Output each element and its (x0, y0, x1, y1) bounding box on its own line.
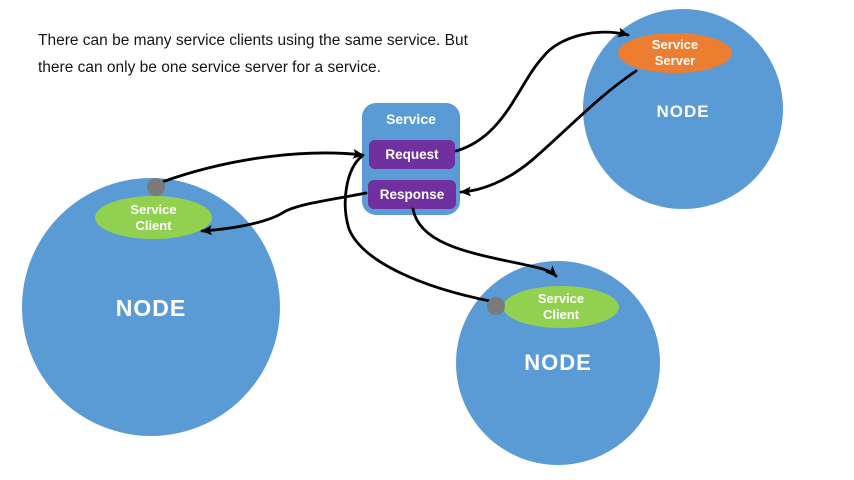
service-client-label-line2: Client (542, 307, 580, 322)
caption-line-2: there can only be one service server for… (38, 59, 381, 76)
node-top-right-label: NODE (656, 102, 710, 121)
anchor-dot-left (147, 178, 165, 196)
arrow-left-client-to-request (160, 148, 365, 184)
node-top-right-circle: Service Server NODE (583, 9, 783, 209)
service-box: Service Request Response (362, 103, 460, 215)
node-bottom-circle: Service Client NODE (456, 261, 660, 465)
response-box: Response (368, 180, 456, 209)
service-client-ellipse-bottom: Service Client (503, 286, 619, 328)
caption-line-1: There can be many service clients using … (38, 32, 468, 49)
service-client-label-line2: Client (135, 217, 172, 233)
service-client-label-line1: Service (130, 201, 177, 217)
anchor-dot-bottom (487, 297, 505, 315)
service-server-label-line2: Server (654, 53, 696, 68)
node-left-circle: Service Client NODE (22, 178, 280, 436)
node-bottom-label: NODE (524, 350, 592, 375)
request-box: Request (369, 140, 455, 169)
service-client-ellipse-left: Service Client (95, 196, 212, 239)
service-client-label-line1: Service (537, 291, 585, 306)
service-server-label-line1: Service (651, 37, 699, 52)
service-title: Service (386, 111, 436, 127)
caption: There can be many service clients using … (38, 27, 498, 81)
node-left-label: NODE (115, 295, 187, 321)
service-server-ellipse: Service Server (618, 33, 732, 73)
